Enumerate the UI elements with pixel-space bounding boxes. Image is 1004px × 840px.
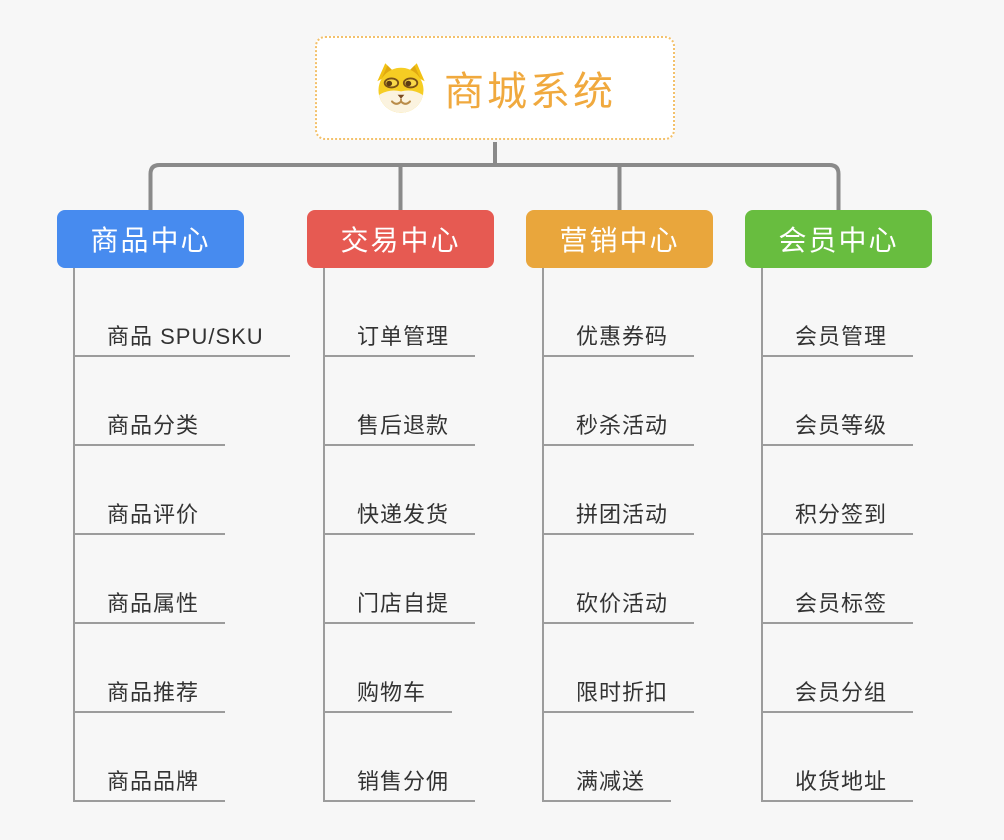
leaf-item[interactable]: 会员分组 bbox=[763, 624, 914, 713]
leaf-item[interactable]: 售后退款 bbox=[325, 357, 476, 446]
leaf-item[interactable]: 商品 SPU/SKU bbox=[75, 268, 290, 357]
leaf-label: 商品属性 bbox=[107, 590, 200, 616]
leaf-item[interactable]: 商品分类 bbox=[75, 357, 226, 446]
leaf-label: 收货地址 bbox=[795, 768, 888, 794]
leaf-item[interactable]: 会员管理 bbox=[763, 268, 914, 357]
leaf-column-2: 订单管理售后退款快递发货门店自提购物车销售分佣 bbox=[323, 268, 476, 802]
leaf-label: 商品分类 bbox=[107, 412, 200, 438]
root-node[interactable]: 商城系统 bbox=[315, 36, 675, 140]
leaf-label: 订单管理 bbox=[357, 323, 450, 349]
leaf-item[interactable]: 商品推荐 bbox=[75, 624, 226, 713]
leaf-column-4: 会员管理会员等级积分签到会员标签会员分组收货地址 bbox=[761, 268, 914, 802]
leaf-label: 拼团活动 bbox=[576, 501, 669, 527]
leaf-label: 秒杀活动 bbox=[576, 412, 669, 438]
leaf-item[interactable]: 积分签到 bbox=[763, 446, 914, 535]
leaf-item[interactable]: 商品属性 bbox=[75, 535, 226, 624]
branch-bus-line bbox=[148, 163, 841, 212]
branch-node-2[interactable]: 交易中心 bbox=[307, 210, 494, 268]
leaf-column-3: 优惠券码秒杀活动拼团活动砍价活动限时折扣满减送 bbox=[542, 268, 695, 802]
leaf-item[interactable]: 限时折扣 bbox=[544, 624, 695, 713]
leaf-item[interactable]: 秒杀活动 bbox=[544, 357, 695, 446]
leaf-label: 砍价活动 bbox=[576, 590, 669, 616]
branch-node-1[interactable]: 商品中心 bbox=[57, 210, 244, 268]
leaf-label: 商品 SPU/SKU bbox=[107, 323, 264, 349]
leaf-item[interactable]: 会员等级 bbox=[763, 357, 914, 446]
branch-node-4[interactable]: 会员中心 bbox=[745, 210, 932, 268]
leaf-label: 会员等级 bbox=[795, 412, 888, 438]
leaf-label: 积分签到 bbox=[795, 501, 888, 527]
leaf-item[interactable]: 商品评价 bbox=[75, 446, 226, 535]
leaf-label: 商品推荐 bbox=[107, 679, 200, 705]
leaf-item[interactable]: 收货地址 bbox=[763, 713, 914, 802]
leaf-label: 销售分佣 bbox=[357, 768, 450, 794]
leaf-item[interactable]: 快递发货 bbox=[325, 446, 476, 535]
leaf-item[interactable]: 门店自提 bbox=[325, 535, 476, 624]
branch-label: 营销中心 bbox=[559, 225, 680, 256]
leaf-column-1: 商品 SPU/SKU 商品分类商品评价商品属性商品推荐商品品牌 bbox=[73, 268, 290, 802]
leaf-item[interactable]: 商品品牌 bbox=[75, 713, 226, 802]
leaf-item[interactable]: 拼团活动 bbox=[544, 446, 695, 535]
root-title: 商城系统 bbox=[444, 70, 616, 114]
leaf-label: 优惠券码 bbox=[576, 323, 669, 349]
leaf-item[interactable]: 订单管理 bbox=[325, 268, 476, 357]
leaf-label: 商品评价 bbox=[107, 501, 200, 527]
leaf-label: 商品品牌 bbox=[107, 768, 200, 794]
branch-label: 商品中心 bbox=[90, 225, 211, 256]
branch-node-3[interactable]: 营销中心 bbox=[526, 210, 713, 268]
leaf-label: 快递发货 bbox=[357, 501, 450, 527]
leaf-item[interactable]: 优惠券码 bbox=[544, 268, 695, 357]
connector-group bbox=[148, 142, 841, 212]
leaf-label: 售后退款 bbox=[357, 412, 450, 438]
dog-face-icon bbox=[377, 63, 425, 113]
leaf-item[interactable]: 销售分佣 bbox=[325, 713, 476, 802]
leaf-label: 购物车 bbox=[357, 679, 427, 705]
leaf-item[interactable]: 购物车 bbox=[325, 624, 453, 713]
leaf-item[interactable]: 砍价活动 bbox=[544, 535, 695, 624]
branch-label: 交易中心 bbox=[340, 225, 461, 256]
leaf-label: 会员标签 bbox=[795, 590, 888, 616]
leaf-label: 满减送 bbox=[576, 768, 646, 794]
leaf-label: 限时折扣 bbox=[576, 679, 669, 705]
leaf-label: 门店自提 bbox=[357, 590, 450, 616]
leaf-item[interactable]: 满减送 bbox=[544, 713, 672, 802]
branch-label: 会员中心 bbox=[778, 225, 899, 256]
leaf-label: 会员分组 bbox=[795, 679, 888, 705]
leaf-item[interactable]: 会员标签 bbox=[763, 535, 914, 624]
leaf-label: 会员管理 bbox=[795, 323, 888, 349]
